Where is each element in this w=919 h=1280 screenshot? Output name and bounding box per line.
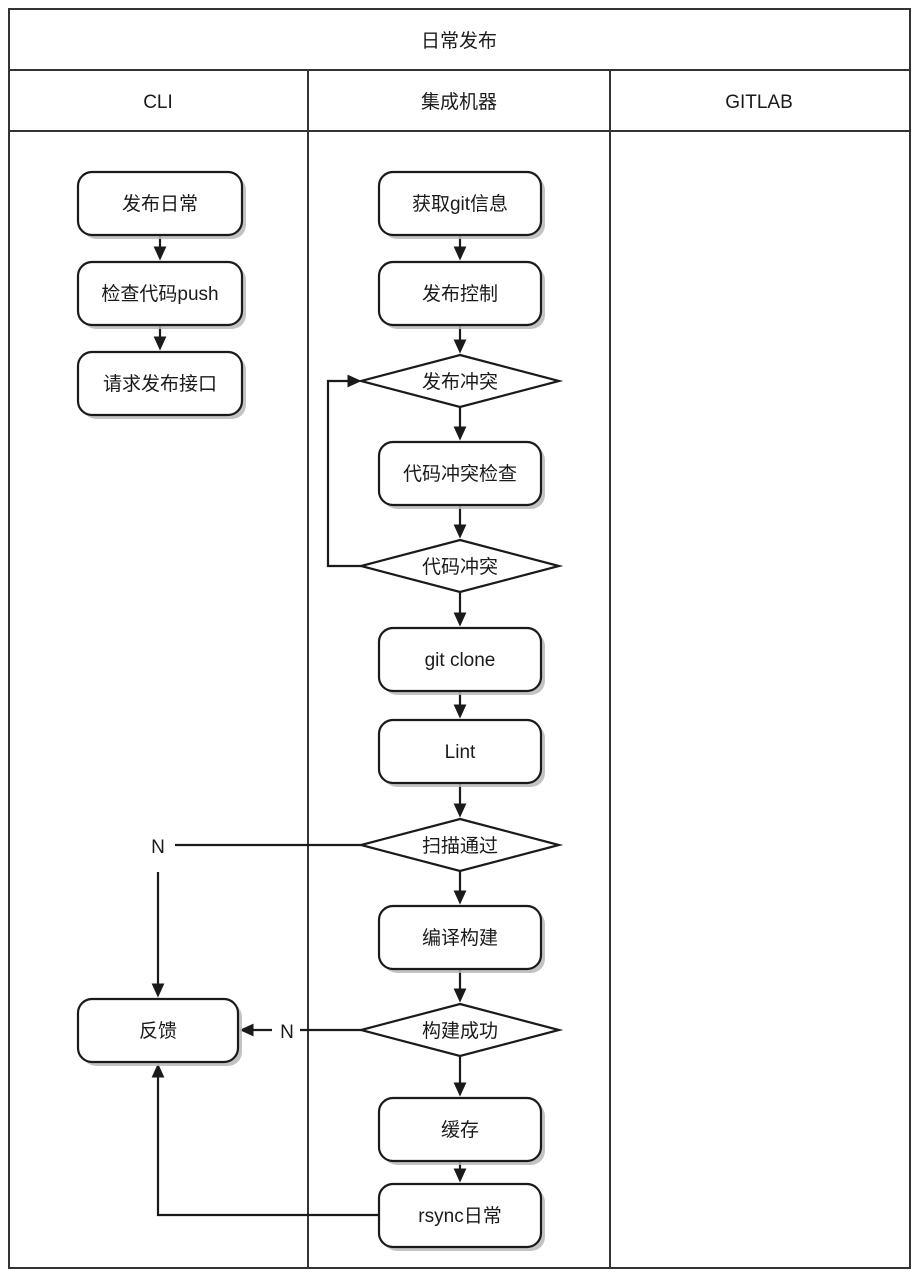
node-cache[interactable]: 缓存 xyxy=(377,1096,545,1165)
node-lint-label: Lint xyxy=(445,742,476,763)
node-scan-pass-label: 扫描通过 xyxy=(422,835,498,857)
node-lint[interactable]: Lint xyxy=(377,718,545,787)
edge-label-build-success-no: N xyxy=(275,1016,299,1044)
node-git-clone[interactable]: git clone xyxy=(377,626,545,695)
node-feedback-label: 反馈 xyxy=(139,1020,177,1042)
connectors xyxy=(151,235,467,1217)
node-build-success-label: 构建成功 xyxy=(422,1020,498,1042)
page-title: 日常发布 xyxy=(421,30,497,52)
node-rsync-daily-label: rsync日常 xyxy=(418,1205,501,1227)
node-code-conflict-check-label: 代码冲突检查 xyxy=(403,463,517,485)
edge-rsync-to-feedback xyxy=(151,1063,379,1217)
edge-label-scan-pass-no-text: N xyxy=(151,837,165,858)
node-fetch-git-info[interactable]: 获取git信息 xyxy=(377,170,545,239)
node-request-publish-api[interactable]: 请求发布接口 xyxy=(76,350,246,419)
node-code-conflict[interactable]: 代码冲突 xyxy=(356,538,564,594)
node-compile-build-label: 编译构建 xyxy=(422,927,498,949)
node-publish-daily-label: 发布日常 xyxy=(122,193,198,215)
node-check-code-push[interactable]: 检查代码push xyxy=(76,260,246,329)
node-code-conflict-check[interactable]: 代码冲突检查 xyxy=(377,440,545,509)
node-cache-label: 缓存 xyxy=(441,1119,479,1141)
edge-label-scan-pass-no: N xyxy=(146,831,170,859)
node-compile-build[interactable]: 编译构建 xyxy=(377,904,545,973)
node-rsync-daily[interactable]: rsync日常 xyxy=(377,1182,545,1251)
lane-header-ci: 集成机器 xyxy=(421,91,497,113)
node-scan-pass[interactable]: 扫描通过 xyxy=(356,817,564,873)
node-feedback[interactable]: 反馈 xyxy=(76,997,242,1066)
node-publish-daily[interactable]: 发布日常 xyxy=(76,170,246,239)
node-git-clone-label: git clone xyxy=(425,650,496,671)
node-publish-conflict-label: 发布冲突 xyxy=(422,371,498,393)
lane-header-gitlab: GITLAB xyxy=(725,92,793,113)
node-request-publish-api-label: 请求发布接口 xyxy=(103,373,217,395)
node-publish-control[interactable]: 发布控制 xyxy=(377,260,545,329)
edge-label-build-success-no-text: N xyxy=(280,1022,294,1043)
edge-code-conflict-loop-to-publish-conflict xyxy=(326,374,362,568)
node-publish-conflict[interactable]: 发布冲突 xyxy=(356,353,564,409)
lane-header-cli: CLI xyxy=(143,92,173,113)
node-build-success[interactable]: 构建成功 xyxy=(356,1002,564,1058)
node-fetch-git-info-label: 获取git信息 xyxy=(412,193,508,215)
node-check-code-push-label: 检查代码push xyxy=(101,283,218,305)
node-code-conflict-label: 代码冲突 xyxy=(422,556,498,578)
node-publish-control-label: 发布控制 xyxy=(422,283,498,305)
